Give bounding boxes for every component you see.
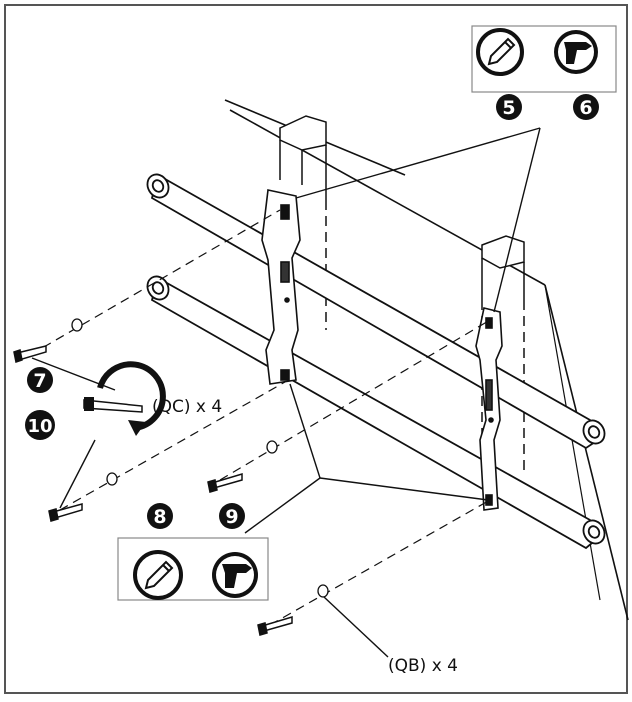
- screw-upper-left: [13, 345, 47, 363]
- step-number-mid-one: 7: [33, 370, 46, 392]
- step-badge-bottom-right: [219, 503, 245, 529]
- washer-bottom: [317, 584, 329, 598]
- screw-middle: [207, 472, 243, 493]
- pencil-icon: [476, 28, 524, 76]
- qb-callout: (QB) x 4: [388, 656, 458, 676]
- drill-icon: [212, 552, 258, 598]
- bracket-left: [261, 189, 301, 385]
- rotation-arrow-icon: [97, 361, 166, 436]
- step-number-mid-two: 10: [27, 416, 52, 437]
- washer-upper-left: [71, 318, 83, 332]
- qc-callout: (QC) x 4: [152, 397, 222, 417]
- step-badge-mid-one: [27, 367, 53, 393]
- step-number-bottom-left: 8: [153, 506, 166, 528]
- step-badge-mid-two: [25, 410, 55, 440]
- assembly-lines: [29, 209, 491, 626]
- step-number-top-left: 5: [502, 97, 515, 119]
- step-badge-bottom-left: [147, 503, 173, 529]
- screw-lower-left: [48, 503, 83, 522]
- bracket-right: [475, 307, 503, 511]
- wrench-icon: [83, 397, 143, 413]
- screw-bottom: [257, 615, 293, 636]
- pencil-icon: [133, 550, 183, 600]
- step-number-top-right: 6: [579, 97, 592, 119]
- step-number-bottom-right: 9: [225, 506, 238, 528]
- page-border: [4, 4, 628, 694]
- drill-icon: [554, 30, 598, 74]
- washer-middle: [266, 440, 278, 454]
- step-badge-top-left: [496, 94, 522, 120]
- step-badge-top-right: [573, 94, 599, 120]
- washer-lower-left: [106, 472, 118, 486]
